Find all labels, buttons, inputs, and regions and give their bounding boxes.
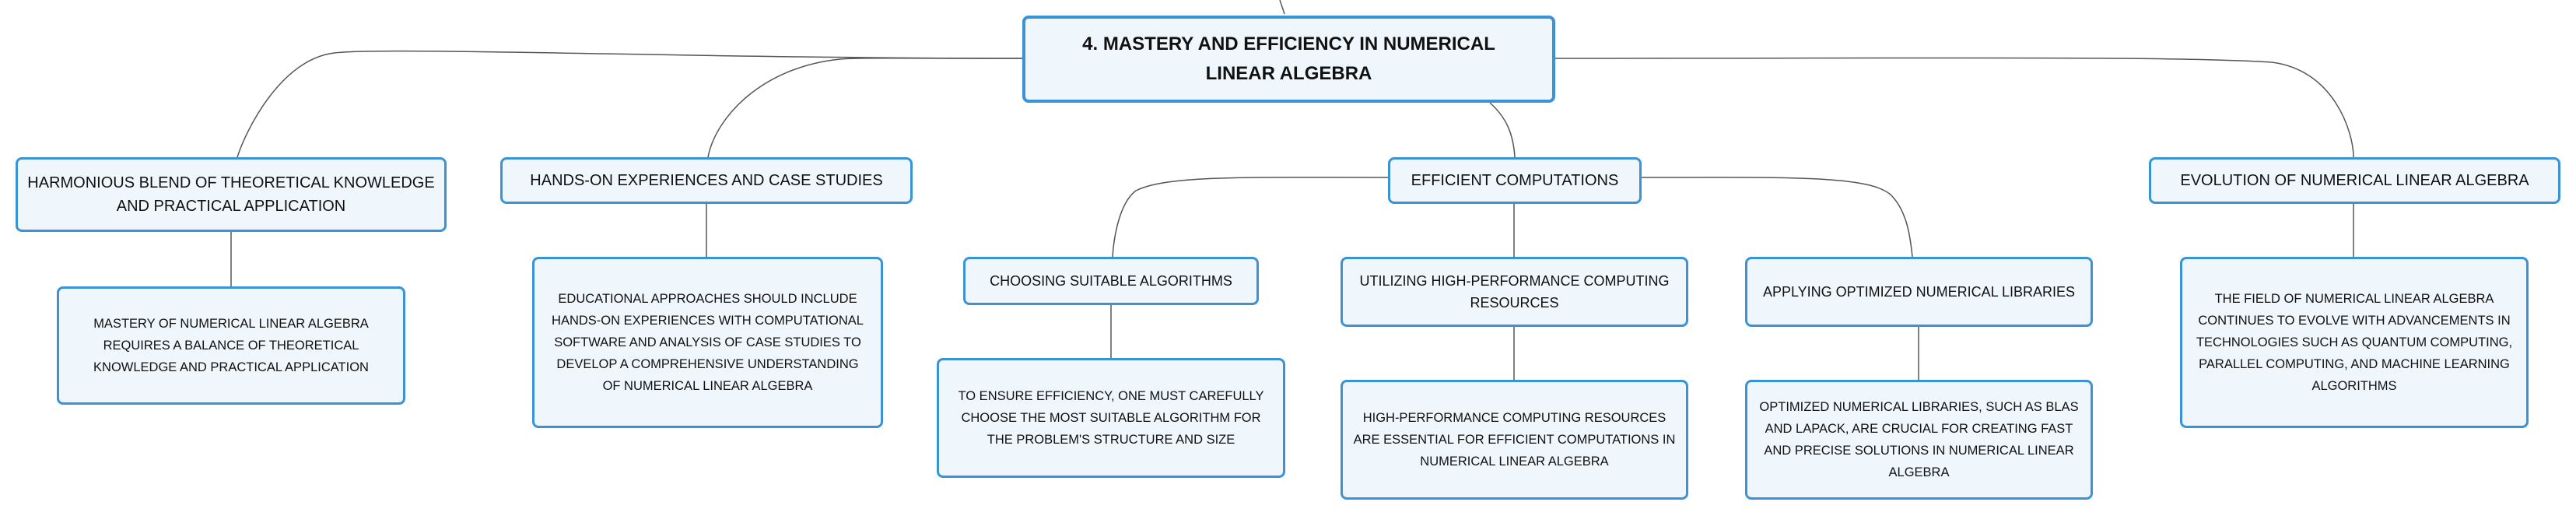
detail-node-evolution[interactable]: THE FIELD OF NUMERICAL LINEAR ALGEBRA CO… <box>2180 257 2529 428</box>
connector-branch-3-child-1 <box>1112 177 1389 258</box>
branch-node-efficient-computations[interactable]: EFFICIENT COMPUTATIONS <box>1388 157 1642 204</box>
sub-node-label: UTILIZING HIGH-PERFORMANCE COMPUTING RES… <box>1359 273 1670 311</box>
connector-root-branch-2 <box>707 58 1023 158</box>
branch-node-evolution[interactable]: EVOLUTION OF NUMERICAL LINEAR ALGEBRA <box>2149 157 2560 204</box>
detail-node-text: THE FIELD OF NUMERICAL LINEAR ALGEBRA CO… <box>2196 292 2513 393</box>
branch-node-label: EVOLUTION OF NUMERICAL LINEAR ALGEBRA <box>2180 172 2529 189</box>
detail-node-text: HIGH-PERFORMANCE COMPUTING RESOURCES ARE… <box>1353 411 1676 469</box>
sub-node-hpc-resources[interactable]: UTILIZING HIGH-PERFORMANCE COMPUTING RES… <box>1341 257 1688 327</box>
sub-node-label: APPLYING OPTIMIZED NUMERICAL LIBRARIES <box>1762 284 2076 300</box>
sub-node-choosing-algorithms[interactable]: CHOOSING SUITABLE ALGORITHMS <box>963 257 1259 305</box>
branch-node-theory-practice[interactable]: HARMONIOUS BLEND OF THEORETICAL KNOWLEDG… <box>16 157 447 232</box>
detail-node-text: OPTIMIZED NUMERICAL LIBRARIES, SUCH AS B… <box>1759 400 2079 479</box>
detail-node-hands-on[interactable]: EDUCATIONAL APPROACHES SHOULD INCLUDE HA… <box>532 257 883 428</box>
connector-root-branch-4 <box>1554 57 2354 158</box>
root-node[interactable]: 4. MASTERY AND EFFICIENCY IN NUMERICAL L… <box>1022 16 1555 103</box>
detail-node-theory-practice[interactable]: MASTERY OF NUMERICAL LINEAR ALGEBRA REQU… <box>57 286 405 405</box>
connector-root-branch-1 <box>237 50 1023 158</box>
detail-node-text: MASTERY OF NUMERICAL LINEAR ALGEBRA REQU… <box>93 317 369 374</box>
detail-node-text: TO ENSURE EFFICIENCY, ONE MUST CAREFULLY… <box>958 389 1264 447</box>
detail-node-optimized-libraries[interactable]: OPTIMIZED NUMERICAL LIBRARIES, SUCH AS B… <box>1745 380 2093 500</box>
detail-node-choosing-algorithms[interactable]: TO ENSURE EFFICIENCY, ONE MUST CAREFULLY… <box>937 358 1285 478</box>
sub-node-label: CHOOSING SUITABLE ALGORITHMS <box>990 273 1232 289</box>
sub-node-optimized-libraries[interactable]: APPLYING OPTIMIZED NUMERICAL LIBRARIES <box>1745 257 2093 327</box>
detail-node-text: EDUCATIONAL APPROACHES SHOULD INCLUDE HA… <box>552 292 864 393</box>
detail-node-hpc-resources[interactable]: HIGH-PERFORMANCE COMPUTING RESOURCES ARE… <box>1341 380 1688 500</box>
root-node-label: 4. MASTERY AND EFFICIENCY IN NUMERICAL L… <box>1082 33 1495 84</box>
connector-branch-3-child-3 <box>1641 177 1913 258</box>
branch-node-hands-on[interactable]: HANDS-ON EXPERIENCES AND CASE STUDIES <box>500 157 913 204</box>
branch-node-label: EFFICIENT COMPUTATIONS <box>1411 172 1619 189</box>
branch-node-label: HANDS-ON EXPERIENCES AND CASE STUDIES <box>530 172 883 189</box>
connector-top-stub <box>1279 0 1285 15</box>
branch-node-label: HARMONIOUS BLEND OF THEORETICAL KNOWLEDG… <box>27 174 435 215</box>
connector-root-branch-3 <box>1489 102 1516 158</box>
